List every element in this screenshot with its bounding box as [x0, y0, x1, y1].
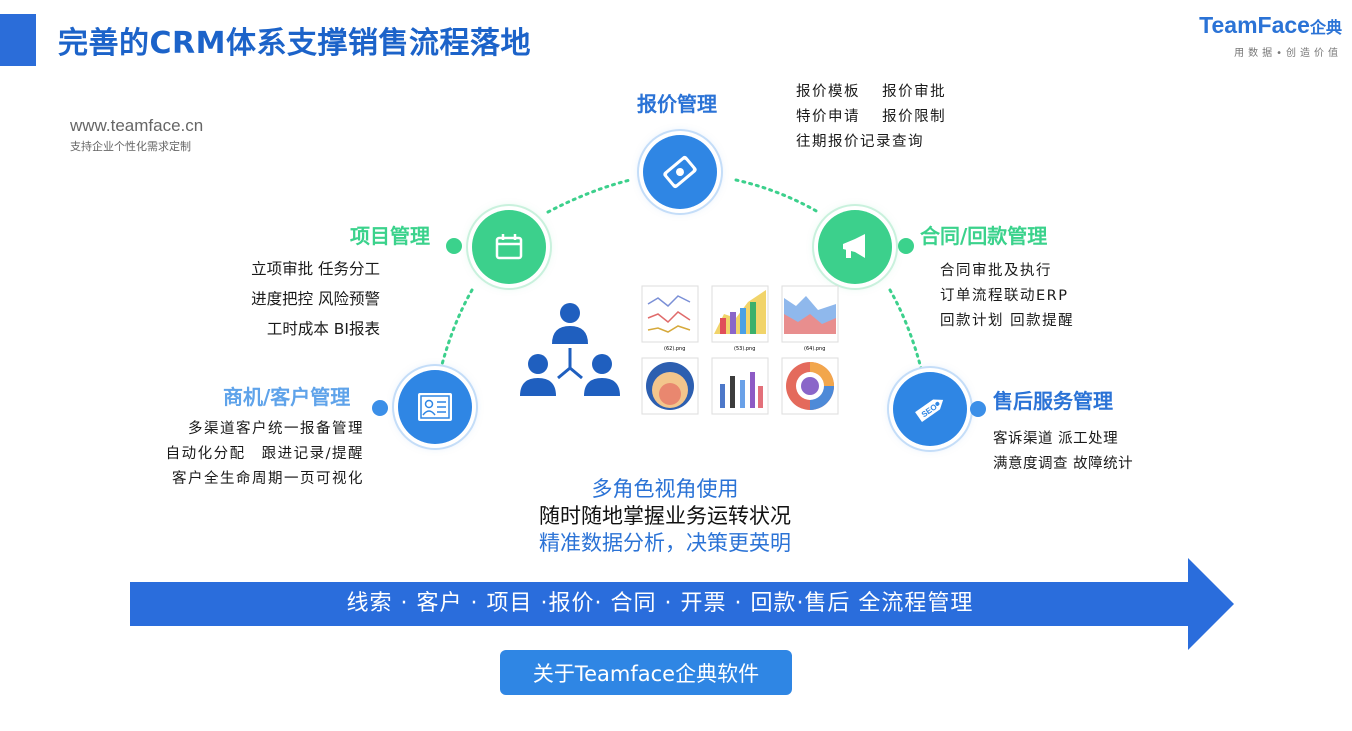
aftersales-node[interactable]: SEO	[893, 372, 967, 446]
aftersales-title: 售后服务管理	[993, 389, 1113, 413]
calendar-icon	[495, 234, 523, 260]
project-line: 工时成本 BI报表	[266, 320, 380, 338]
opportunity-title: 商机/客户管理	[223, 385, 351, 409]
project-bullet	[446, 238, 462, 254]
opportunity-bullet	[372, 400, 388, 416]
site-subtitle: 支持企业个性化需求定制	[70, 140, 191, 153]
connector-project-quote	[546, 178, 632, 214]
page-title: 完善的CRM体系支撑销售流程落地	[58, 26, 531, 61]
aftersales-line: 客诉渠道 派工处理	[993, 431, 1119, 447]
brand-slogan: 用数据•创造价值	[1234, 48, 1342, 59]
thumb-bar-chart	[711, 285, 769, 343]
center-line-analysis: 精准数据分析，决策更英明	[539, 531, 791, 555]
contact-card-icon	[418, 393, 452, 421]
thumb-concentric-chart	[641, 357, 699, 415]
contract-bullet	[898, 238, 914, 254]
contract-title: 合同/回款管理	[920, 224, 1048, 248]
brand-name: TeamFace企典	[1168, 12, 1342, 42]
thumb-label: (62).png	[664, 346, 685, 352]
thumb-area-chart	[781, 285, 839, 343]
about-teamface-button[interactable]: 关于Teamface企典软件	[500, 650, 792, 695]
thumb-donut-chart	[781, 357, 839, 415]
contract-node[interactable]	[818, 210, 892, 284]
quote-line: 往期报价记录查询	[796, 134, 924, 150]
project-line: 立项审批 任务分工	[251, 260, 380, 278]
aftersales-line: 满意度调查 故障统计	[993, 456, 1134, 472]
thumb-label: (53).png	[734, 346, 755, 352]
project-description: 立项审批 任务分工 进度把控 风险预警 工时成本 BI报表	[216, 254, 380, 344]
brand-name-text: TeamFace	[1199, 12, 1310, 38]
contract-description: 合同审批及执行 订单流程联动ERP 回款计划 回款提醒	[940, 259, 1074, 334]
project-title: 项目管理	[350, 224, 430, 248]
opportunity-node[interactable]	[398, 370, 472, 444]
quote-title: 报价管理	[637, 92, 717, 116]
brand-logo[interactable]: TeamFace企典 用数据•创造价值	[1168, 12, 1342, 59]
center-line-realtime: 随时随地掌握业务运转状况	[539, 504, 791, 528]
project-line: 进度把控 风险预警	[251, 290, 380, 308]
process-flow-arrow	[130, 558, 1234, 650]
quote-line: 特价申请 报价限制	[796, 109, 947, 125]
quote-description: 报价模板 报价审批 特价申请 报价限制 往期报价记录查询	[796, 80, 946, 155]
title-accent-bar	[0, 14, 36, 66]
price-tag-icon	[663, 155, 697, 189]
aftersales-bullet	[970, 401, 986, 417]
contract-line: 订单流程联动ERP	[940, 288, 1069, 304]
center-line-roles: 多角色视角使用	[591, 477, 739, 501]
connector-opportunity-project	[438, 288, 474, 374]
report-thumbnails: (62).png (53).png (64).png	[641, 285, 839, 415]
seo-tag-icon: SEO	[915, 399, 944, 422]
contract-line: 回款计划 回款提醒	[940, 313, 1075, 329]
brand-suffix: 企典	[1309, 20, 1342, 37]
project-node[interactable]	[472, 210, 546, 284]
quote-line: 报价模板 报价审批	[796, 84, 947, 100]
thumb-line-chart	[641, 285, 699, 343]
opportunity-line: 多渠道客户统一报备管理	[188, 421, 364, 437]
process-flow-text: 线索 · 客户 · 项目 ·报价· 合同 · 开票 · 回款·售后 全流程管理	[346, 591, 974, 616]
opportunity-description: 多渠道客户统一报备管理 自动化分配 跟进记录/提醒 客户全生命周期一页可视化	[120, 417, 364, 492]
thumb-label: (64).png	[804, 346, 825, 352]
megaphone-icon	[843, 234, 865, 258]
aftersales-description: 客诉渠道 派工处理 满意度调查 故障统计	[993, 427, 1133, 477]
connector-contract-aftersales	[888, 288, 924, 374]
opportunity-line: 客户全生命周期一页可视化	[172, 471, 364, 487]
connector-quote-contract	[734, 178, 820, 214]
contract-line: 合同审批及执行	[940, 263, 1052, 279]
quote-node[interactable]	[643, 135, 717, 209]
thumb-candlestick-chart	[711, 357, 769, 415]
site-url[interactable]: www.teamface.cn	[70, 116, 204, 135]
opportunity-line: 自动化分配 跟进记录/提醒	[165, 446, 364, 462]
team-hierarchy-icon	[520, 303, 620, 396]
